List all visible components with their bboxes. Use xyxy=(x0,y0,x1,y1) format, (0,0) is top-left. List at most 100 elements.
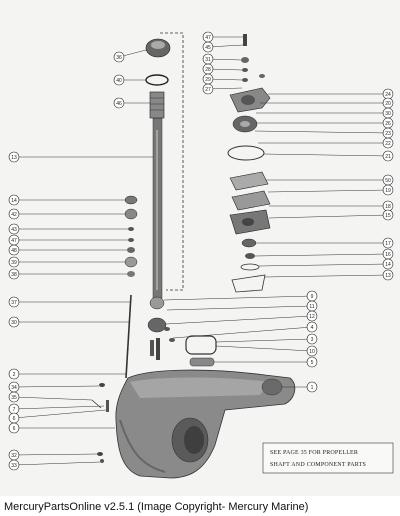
callout-13: 13 xyxy=(264,269,394,281)
callout-11: 11 xyxy=(166,300,318,312)
callout-label: 47 xyxy=(11,238,17,244)
callout-10: 10 xyxy=(215,345,318,357)
callout-label: 33 xyxy=(11,463,17,469)
callout-21: 21 xyxy=(263,150,394,162)
callout-label: 3 xyxy=(311,337,314,343)
callout-label: 6 xyxy=(13,426,16,432)
callout-label: 16 xyxy=(385,252,391,258)
callout-33: 33 xyxy=(8,459,101,471)
callout-27: 27 xyxy=(202,83,243,95)
callout-1: 1 xyxy=(282,381,318,393)
shift-parts-stack xyxy=(124,195,138,277)
callout-label: 48 xyxy=(11,248,17,254)
callout-label: 19 xyxy=(385,188,391,194)
callout-37: 37 xyxy=(8,296,130,308)
callout-39: 39 xyxy=(8,256,125,268)
note-line-1: SEE PAGE 35 FOR PROPELLER xyxy=(270,450,358,456)
callout-label: 4 xyxy=(311,325,314,331)
water-pump-stack xyxy=(227,34,271,293)
callout-4: 4 xyxy=(172,321,318,339)
callout-label: 22 xyxy=(385,141,391,147)
callout-label: 6 xyxy=(13,416,16,422)
callout-label: 46 xyxy=(116,101,122,107)
callout-7: 7 xyxy=(8,403,105,415)
callout-label: 10 xyxy=(309,349,315,355)
callout-label: 40 xyxy=(116,78,122,84)
callout-30: 30 xyxy=(8,316,130,328)
image-caption: MercuryPartsOnline v2.5.1 (Image Copyrig… xyxy=(4,501,309,513)
callout-43: 43 xyxy=(8,223,128,235)
callout-label: 27 xyxy=(205,87,211,93)
callout-label: 34 xyxy=(11,385,17,391)
callout-label: 45 xyxy=(205,45,211,51)
callout-label: 28 xyxy=(205,67,211,73)
callout-label: 30 xyxy=(385,111,391,117)
callout-20: 20 xyxy=(260,97,394,109)
callout-label: 38 xyxy=(11,272,17,278)
callout-label: 39 xyxy=(11,260,17,266)
callout-3: 3 xyxy=(215,333,318,345)
callout-label: 36 xyxy=(116,55,122,61)
callout-label: 35 xyxy=(11,395,17,401)
callout-16: 16 xyxy=(254,248,394,260)
callout-5: 5 xyxy=(214,356,318,368)
callout-label: 37 xyxy=(11,300,17,306)
callout-34: 34 xyxy=(8,381,100,393)
callout-label: 17 xyxy=(385,241,391,247)
pinion-gear xyxy=(147,296,167,360)
center-callouts: 9 11 12 4 3 105 1 xyxy=(163,290,318,393)
exploded-parts-diagram: SEE PAGE 35 FOR PROPELLER SHAFT AND COMP… xyxy=(0,0,400,496)
callout-label: 26 xyxy=(385,121,391,127)
callout-label: 24 xyxy=(385,92,391,98)
callout-2: 2 xyxy=(8,368,126,380)
gear-housing xyxy=(115,369,296,479)
housing-fasteners xyxy=(91,383,109,463)
callout-22: 22 xyxy=(258,137,394,149)
callout-36: 36 xyxy=(113,49,147,63)
callout-label: 30 xyxy=(11,320,17,326)
callout-label: 1 xyxy=(311,385,314,391)
callout-12: 12 xyxy=(165,310,318,325)
callout-29: 29 xyxy=(202,73,243,85)
callout-label: 15 xyxy=(385,213,391,219)
callout-14: 14 xyxy=(8,194,125,206)
callout-label: 43 xyxy=(11,227,17,233)
callout-18: 18 xyxy=(269,200,394,212)
callout-label: 7 xyxy=(13,407,16,413)
bearing-cup xyxy=(145,38,171,58)
callout-17: 17 xyxy=(256,237,394,249)
callout-label: 14 xyxy=(11,198,17,204)
callout-32: 32 xyxy=(8,449,98,461)
callout-label: 32 xyxy=(11,453,17,459)
callout-label: 47 xyxy=(205,35,211,41)
callout-14: 14 xyxy=(258,258,394,270)
callout-6: 6 xyxy=(8,409,107,424)
callout-label: 31 xyxy=(205,57,211,63)
callout-label: 12 xyxy=(309,314,315,320)
callout-48: 48 xyxy=(8,244,127,256)
callout-label: 29 xyxy=(205,77,211,83)
callout-label: 50 xyxy=(385,178,391,184)
callout-label: 13 xyxy=(11,155,17,161)
callout-label: 9 xyxy=(311,294,314,300)
callout-38: 38 xyxy=(8,268,127,280)
oil-seal-ring xyxy=(145,74,169,86)
note-line-2: SHAFT AND COMPONENT PARTS xyxy=(270,462,366,468)
callout-45: 45 xyxy=(202,41,244,53)
callout-30: 30 xyxy=(256,107,394,119)
callout-15: 15 xyxy=(268,209,394,221)
callout-label: 13 xyxy=(385,273,391,279)
callout-26: 26 xyxy=(257,117,394,129)
callout-47: 47 xyxy=(202,31,243,43)
callout-40: 40 xyxy=(113,74,146,86)
callout-19: 19 xyxy=(267,184,394,196)
callout-35: 35 xyxy=(8,391,93,403)
callout-label: 23 xyxy=(385,131,391,137)
callout-9: 9 xyxy=(163,290,318,302)
callout-label: 18 xyxy=(385,204,391,210)
callout-24: 24 xyxy=(268,88,394,100)
callout-28: 28 xyxy=(202,63,243,75)
callout-label: 11 xyxy=(309,304,314,310)
